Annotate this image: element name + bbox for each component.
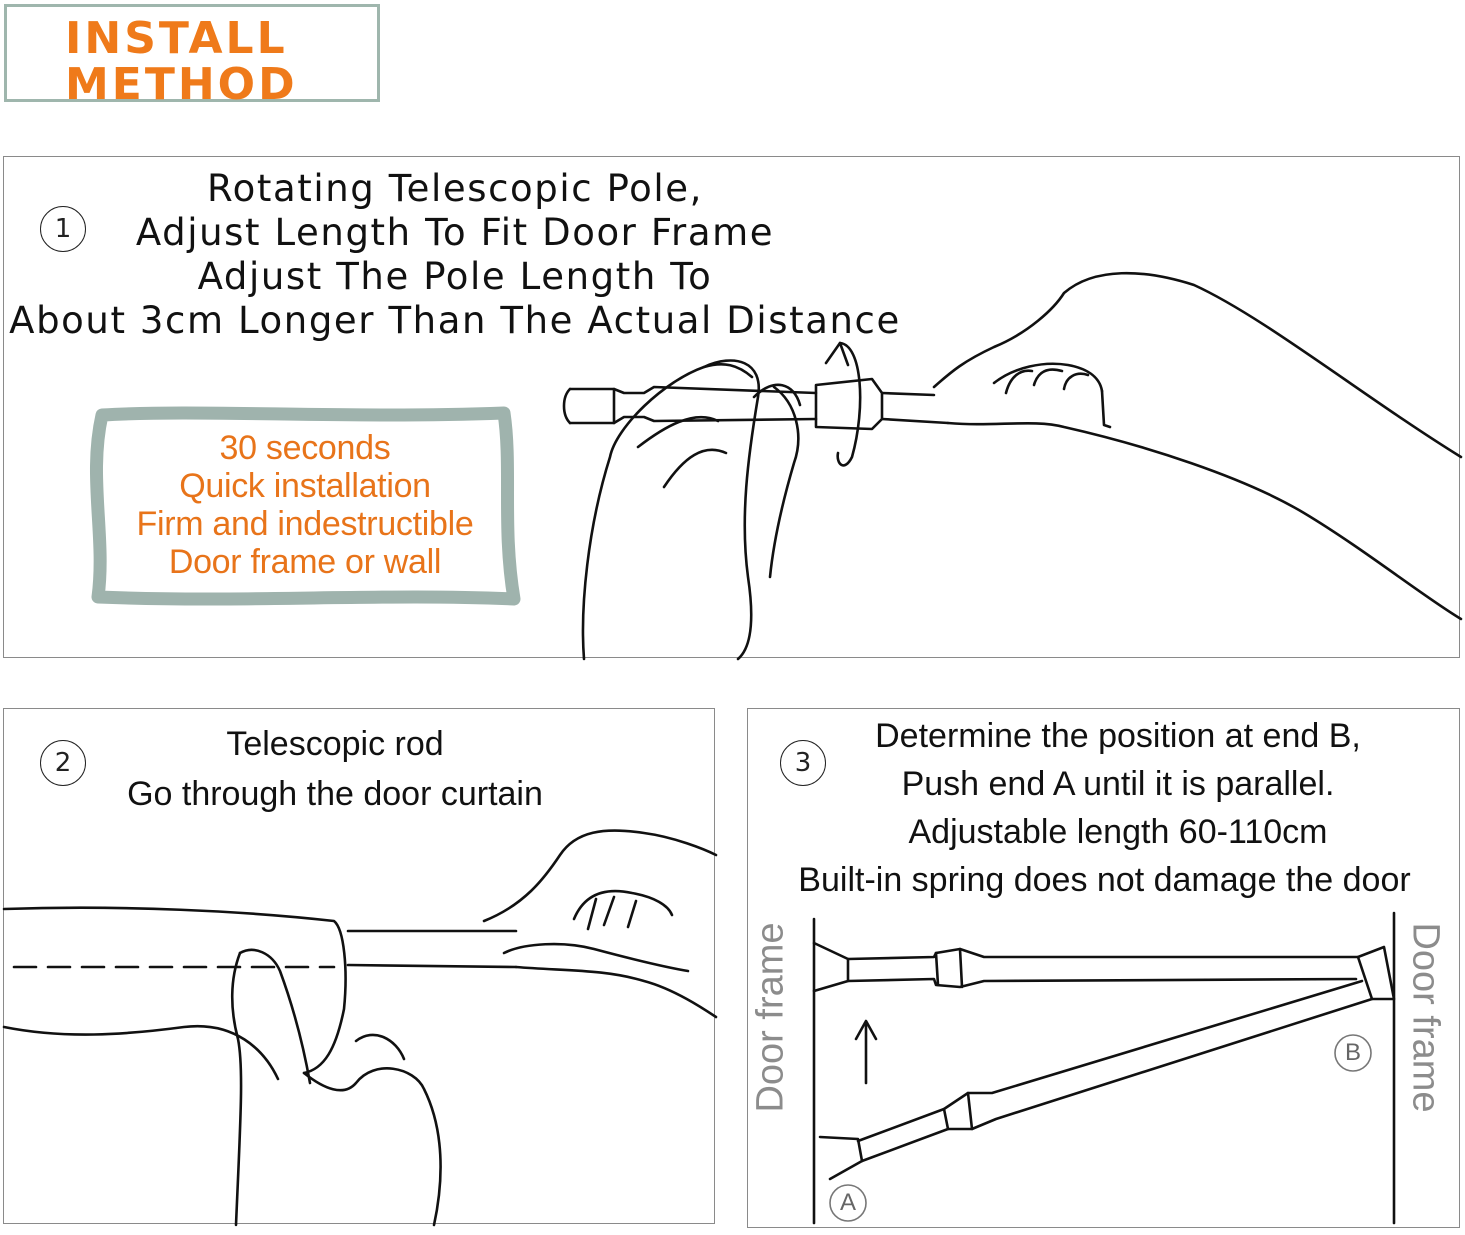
step-2-line-1: Telescopic rod [226, 725, 444, 763]
title-line-1: INSTALL [65, 13, 288, 64]
callout-line-1: 30 seconds [219, 429, 391, 467]
step-1-line-1: Rotating Telescopic Pole, [206, 167, 704, 210]
step-1-panel: 1 Rotating Telescopic Pole, Adjust Lengt… [3, 156, 1463, 661]
step-2-rod-through-curtain-illustration [2, 829, 718, 1227]
step-3-rod-adjustment-illustration [812, 911, 1396, 1225]
step-3-line-2: Push end A until it is parallel. [901, 765, 1335, 803]
step-1-number-badge: 1 [40, 206, 86, 252]
callout-line-3: Firm and indestructible [136, 505, 474, 543]
step-3-line-4: Built-in spring does not damage the door [798, 861, 1411, 899]
step-1-line-4: About 3cm Longer Than The Actual Distanc… [9, 299, 901, 342]
step-3-line-3: Adjustable length 60-110cm [908, 813, 1328, 851]
step-2-number-badge: 2 [40, 740, 86, 786]
step-3-panel: 3 Determine the position at end B, Push … [747, 708, 1460, 1228]
step-3-number-badge: 3 [780, 740, 826, 786]
end-b-label: B [1344, 1039, 1361, 1066]
callout-frame [89, 406, 521, 606]
callout-line-2: Quick installation [179, 467, 431, 505]
title-line-2: METHOD [65, 59, 298, 110]
callout-line-4: Door frame or wall [168, 543, 442, 581]
step-2-line-2: Go through the door curtain [127, 775, 543, 813]
step-1-line-2: Adjust Length To Fit Door Frame [135, 211, 775, 254]
step-3-line-1: Determine the position at end B, [875, 717, 1361, 755]
step-1-line-3: Adjust The Pole Length To [197, 255, 713, 298]
install-method-title-box: INSTALL METHOD [4, 4, 380, 107]
step-1-hands-rotating-pole-illustration [562, 271, 1463, 661]
step-2-panel: 2 Telescopic rod Go through the door cur… [2, 708, 718, 1227]
end-a-label: A [839, 1189, 856, 1216]
quick-install-callout: 30 seconds Quick installation Firm and i… [84, 406, 526, 607]
